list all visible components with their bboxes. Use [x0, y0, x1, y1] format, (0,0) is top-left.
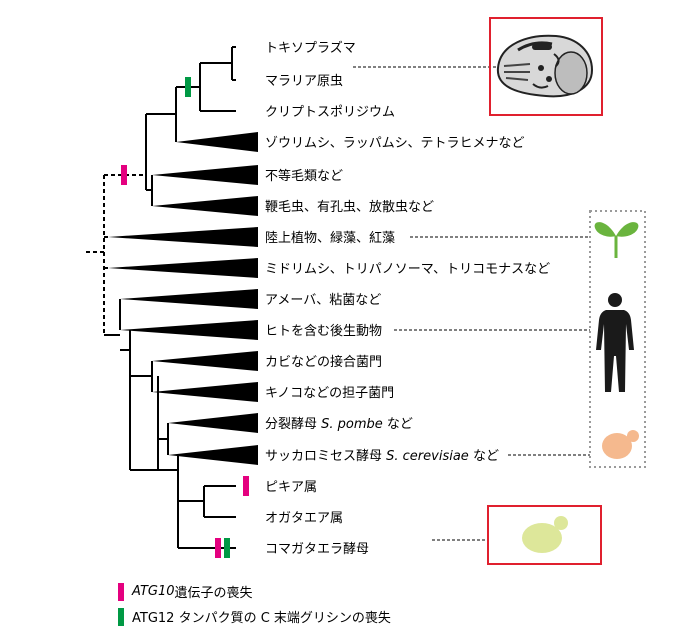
leaf-label-suffix: など: [383, 417, 413, 432]
loss-markers: [121, 77, 249, 558]
leaf-label: カビなどの接合菌門: [265, 354, 382, 370]
clade-wedge: [152, 165, 258, 185]
leaf-label: トキソプラズマ: [265, 40, 356, 56]
clade-wedge: [108, 227, 258, 247]
plant-seedling-icon: [594, 222, 639, 258]
leaf-label-text: 陸上植物、緑藻、紅藻: [265, 230, 395, 246]
toxoplasma-cell-icon: [496, 34, 594, 98]
leaf-label-suffix: など: [469, 449, 499, 464]
legend-gene-atg10: ATG10: [132, 584, 175, 599]
leaf-label-text: 鞭毛虫、有孔虫、放散虫など: [265, 200, 434, 215]
leaf-label-text: カビなどの接合菌門: [265, 354, 382, 370]
species-name: S. cerevisiae: [386, 449, 469, 464]
toxoplasma-highlight-box: [489, 17, 603, 116]
atg12-loss-marker: [224, 538, 230, 558]
budding-yeast-icon: [602, 430, 639, 459]
leaf-label-text: ゾウリムシ、ラッパムシ、テトラヒメナなど: [265, 136, 524, 151]
clade-wedge: [168, 413, 258, 433]
leaf-label: 不等毛類など: [265, 168, 343, 184]
leaf-label: マラリア原虫: [265, 74, 343, 89]
atg10-loss-marker: [121, 165, 127, 185]
leaf-label-text: キノコなどの担子菌門: [265, 386, 394, 401]
leaf-label-text: ミドリムシ、トリパノソーマ、トリコモナスなど: [265, 262, 550, 277]
leaf-label-text: アメーバ、粘菌など: [265, 293, 381, 308]
komagataella-highlight-box: [487, 505, 602, 565]
leaf-label-text: 不等毛類など: [265, 168, 343, 184]
clade-wedge: [168, 445, 258, 465]
clade-wedge: [152, 196, 258, 216]
leaf-label: ミドリムシ、トリパノソーマ、トリコモナスなど: [265, 262, 550, 277]
leaf-label-text: トキソプラズマ: [265, 40, 356, 56]
clade-wedge: [120, 320, 258, 340]
leaf-label: ピキア属: [265, 480, 317, 495]
clade-wedges: [108, 132, 258, 465]
leaf-label: アメーバ、粘菌など: [265, 293, 381, 308]
leaf-label-text: ヒトを含む後生動物: [265, 323, 382, 339]
leaf-label: 鞭毛虫、有孔虫、放散虫など: [265, 200, 434, 215]
leaf-label: ヒトを含む後生動物: [265, 323, 382, 339]
atg10-loss-marker: [215, 538, 221, 558]
human-silhouette-icon: [596, 293, 634, 392]
legend-swatch-atg10: [118, 582, 124, 601]
atg10-loss-marker: [243, 476, 249, 496]
clade-wedge: [120, 289, 258, 309]
leaf-label-text: 分裂酵母: [265, 417, 321, 432]
leaf-label: サッカロミセス酵母 S. cerevisiae など: [265, 449, 499, 464]
clade-wedge: [152, 351, 258, 371]
leaf-label-text: サッカロミセス酵母: [265, 449, 386, 464]
image-connectors: [353, 66, 590, 541]
clade-wedge: [176, 132, 258, 152]
leaf-label: ゾウリムシ、ラッパムシ、テトラヒメナなど: [265, 136, 524, 151]
legend-item-atg12: ATG12 タンパク質の C 末端グリシンの喪失: [118, 607, 391, 626]
leaf-label: 分裂酵母 S. pombe など: [265, 417, 413, 432]
legend-swatch-atg12: [118, 607, 124, 626]
komagataella-yeast-icon: [522, 516, 568, 553]
clade-wedge: [108, 258, 258, 278]
atg12-loss-marker: [185, 77, 191, 97]
leaf-label-text: ピキア属: [265, 480, 317, 495]
leaf-label: オガタエア属: [265, 511, 343, 526]
leaf-label: キノコなどの担子菌門: [265, 386, 394, 401]
tree-branches: [104, 46, 236, 549]
leaf-labels: トキソプラズママラリア原虫クリプトスポリジウムゾウリムシ、ラッパムシ、テトラヒメ…: [265, 40, 550, 557]
leaf-label-text: コマガタエラ酵母: [265, 542, 369, 557]
leaf-label: 陸上植物、緑藻、紅藻: [265, 230, 395, 246]
legend-text-atg12: ATG12 タンパク質の C 末端グリシンの喪失: [132, 611, 391, 626]
leaf-label: クリプトスポリジウム: [265, 105, 395, 120]
leaf-label-text: オガタエア属: [265, 511, 343, 526]
species-name: S. pombe: [321, 417, 383, 432]
clade-wedge: [152, 382, 258, 402]
dashed-branches: [86, 174, 146, 335]
legend-text-atg10: 遺伝子の喪失: [174, 586, 253, 601]
leaf-label: コマガタエラ酵母: [265, 542, 369, 557]
leaf-label-text: マラリア原虫: [265, 74, 343, 89]
leaf-label-text: クリプトスポリジウム: [265, 105, 395, 120]
legend-item-atg10: ATG10 遺伝子の喪失: [118, 582, 253, 601]
